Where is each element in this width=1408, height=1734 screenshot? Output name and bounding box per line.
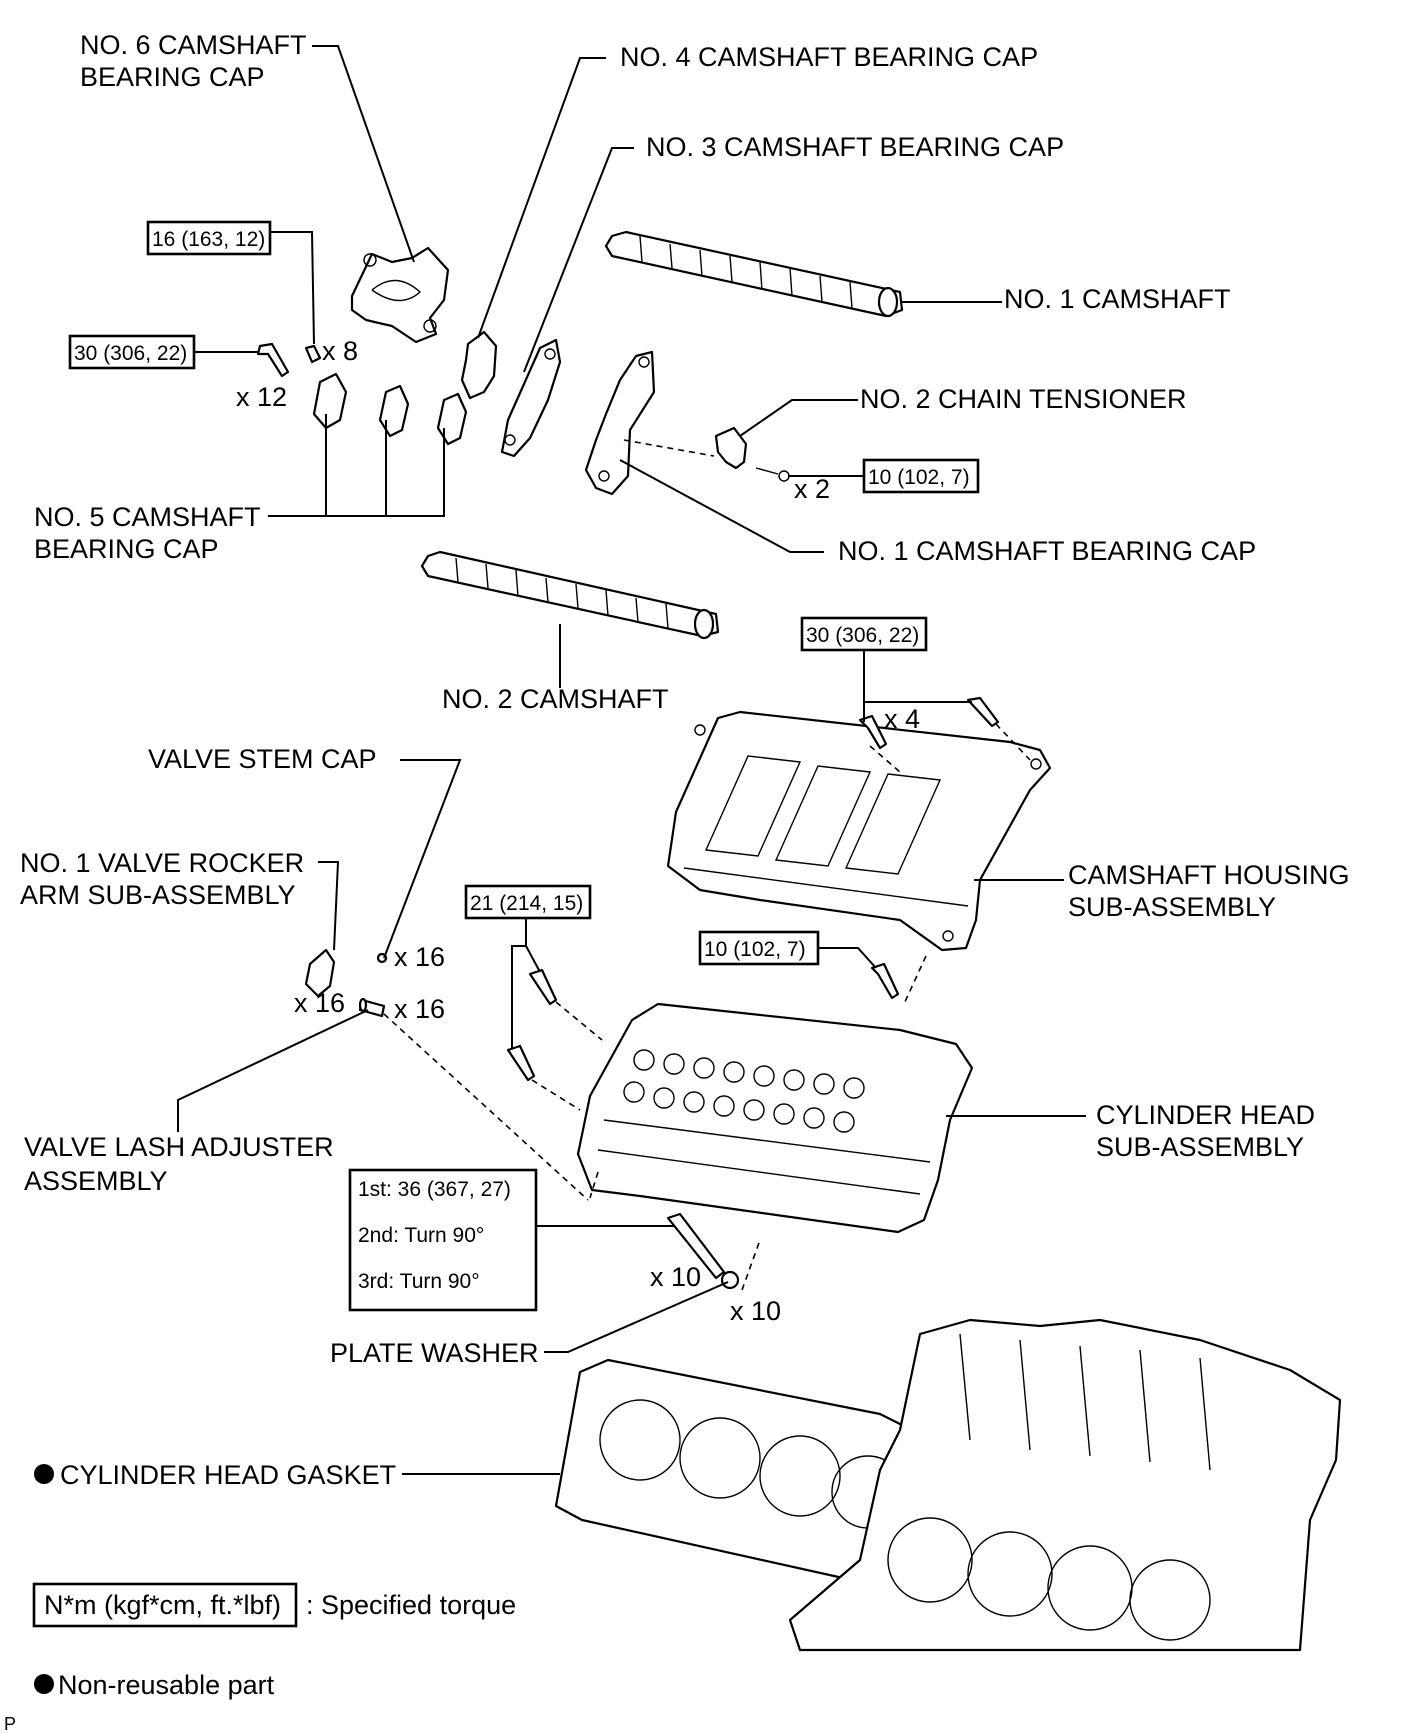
qty-no5-cap-bolts: x 12 — [236, 382, 287, 412]
legend-torque-desc: : Specified torque — [306, 1590, 516, 1620]
label-no3-camshaft-bearing-cap: NO. 3 CAMSHAFT BEARING CAP — [646, 132, 1064, 162]
torque-box-housing-head: 21 (214, 15) — [464, 884, 592, 920]
label-no1-valve-rocker-arm-line2: ARM SUB-ASSEMBLY — [20, 880, 296, 910]
label-camshaft-housing-line2: SUB-ASSEMBLY — [1068, 892, 1276, 922]
valve-lash-adjuster-drawing — [358, 997, 386, 1018]
label-cylinder-head-line2: SUB-ASSEMBLY — [1096, 1132, 1304, 1162]
torque-box-housing-lower: 10 (102, 7) — [698, 930, 820, 966]
torque-value: 10 (102, 7) — [868, 466, 970, 489]
head-bolt-step-3: 3rd: Turn 90° — [358, 1270, 480, 1293]
torque-value: 21 (214, 15) — [470, 892, 583, 915]
label-no1-valve-rocker-arm-line1: NO. 1 VALVE ROCKER — [20, 848, 304, 878]
part-labels: NO. 6 CAMSHAFT BEARING CAP NO. 4 CAMSHAF… — [20, 30, 1350, 1490]
label-no1-camshaft-bearing-cap: NO. 1 CAMSHAFT BEARING CAP — [838, 536, 1256, 566]
legend-torque-box — [32, 1582, 298, 1628]
qty-housing-bolts: x 4 — [884, 704, 920, 734]
torque-boxes: 16 (163, 12) 30 (306, 22) 10 (102, 7) 30… — [68, 220, 980, 1312]
label-cylinder-head-line1: CYLINDER HEAD — [1096, 1100, 1315, 1130]
no6-camshaft-bearing-cap-drawing — [350, 246, 450, 344]
torque-box-tensioner: 10 (102, 7) — [862, 458, 980, 494]
legend: N*m (kgf*cm, ft.*lbf) : Specified torque… — [32, 1582, 516, 1700]
qty-head-bolts: x 10 — [650, 1262, 701, 1292]
torque-value: 30 (306, 22) — [806, 624, 919, 647]
corner-mark: P — [4, 1714, 16, 1734]
torque-box-head-bolts: 1st: 36 (367, 27) 2nd: Turn 90° 3rd: Tur… — [348, 1168, 538, 1312]
label-no4-camshaft-bearing-cap: NO. 4 CAMSHAFT BEARING CAP — [620, 42, 1038, 72]
head-bolt-step-2: 2nd: Turn 90° — [358, 1224, 484, 1247]
label-no1-camshaft: NO. 1 CAMSHAFT — [1004, 284, 1231, 314]
qty-no6-cap-bolts: x 8 — [322, 336, 358, 366]
camshaft-housing-drawing — [666, 710, 1052, 952]
label-no5-camshaft-bearing-cap-line1: NO. 5 CAMSHAFT — [34, 502, 261, 532]
qty-lash-adjuster: x 16 — [394, 994, 445, 1024]
dashed-assembly-lines — [383, 439, 1031, 1291]
no1-camshaft-drawing — [604, 230, 904, 318]
cylinder-head-drawing — [576, 1002, 974, 1234]
no1-camshaft-bearing-cap-drawing — [584, 350, 656, 496]
torque-box-housing-upper: 30 (306, 22) — [800, 616, 928, 652]
label-no6-camshaft-bearing-cap-line2: BEARING CAP — [80, 62, 265, 92]
torque-value: 10 (102, 7) — [704, 938, 806, 961]
label-valve-lash-adjuster-line2: ASSEMBLY — [24, 1166, 168, 1196]
no3-camshaft-bearing-cap-drawing — [500, 338, 562, 458]
qty-plate-washers: x 10 — [730, 1296, 781, 1326]
cylinder-head-gasket-drawing — [554, 1358, 910, 1582]
legend-nonreusable-bullet — [34, 1674, 54, 1694]
bolt-drawings — [256, 342, 1000, 1290]
label-camshaft-housing-line1: CAMSHAFT HOUSING — [1068, 860, 1350, 890]
leader-lines — [177, 45, 1086, 1475]
nonreusable-bullet-gasket — [34, 1464, 54, 1484]
label-valve-lash-adjuster-line1: VALVE LASH ADJUSTER — [24, 1132, 334, 1162]
no2-chain-tensioner-drawing — [714, 426, 790, 482]
legend-nonreusable-desc: Non-reusable part — [58, 1670, 275, 1700]
rocker-arm-drawing — [304, 948, 336, 998]
torque-value: 30 (306, 22) — [74, 342, 187, 365]
label-plate-washer: PLATE WASHER — [330, 1338, 539, 1368]
torque-box-no6-cap: 16 (163, 12) — [146, 220, 272, 256]
label-no2-chain-tensioner: NO. 2 CHAIN TENSIONER — [860, 384, 1187, 414]
qty-valve-stem-cap: x 16 — [394, 942, 445, 972]
no2-camshaft-drawing — [420, 550, 720, 640]
legend-torque-unit: N*m (kgf*cm, ft.*lbf) — [44, 1590, 281, 1620]
quantity-labels: x 8 x 12 x 2 x 4 x 16 x 16 x 16 x 10 x 1… — [236, 336, 920, 1326]
label-cylinder-head-gasket: CYLINDER HEAD GASKET — [60, 1460, 396, 1490]
label-no6-camshaft-bearing-cap-line1: NO. 6 CAMSHAFT — [80, 30, 307, 60]
torque-box-no5-cap: 30 (306, 22) — [68, 334, 196, 370]
qty-rocker-arm: x 16 — [294, 988, 345, 1018]
label-valve-stem-cap: VALVE STEM CAP — [148, 744, 377, 774]
valve-springs — [623, 1049, 865, 1133]
engine-block-drawing — [788, 1318, 1342, 1652]
label-no2-camshaft: NO. 2 CAMSHAFT — [442, 684, 669, 714]
label-no5-camshaft-bearing-cap-line2: BEARING CAP — [34, 534, 219, 564]
no4-camshaft-bearing-cap-drawing — [460, 330, 498, 400]
torque-value: 16 (163, 12) — [152, 228, 265, 251]
qty-tensioner-bolts: x 2 — [794, 474, 830, 504]
head-bolt-step-1: 1st: 36 (367, 27) — [358, 1178, 511, 1201]
